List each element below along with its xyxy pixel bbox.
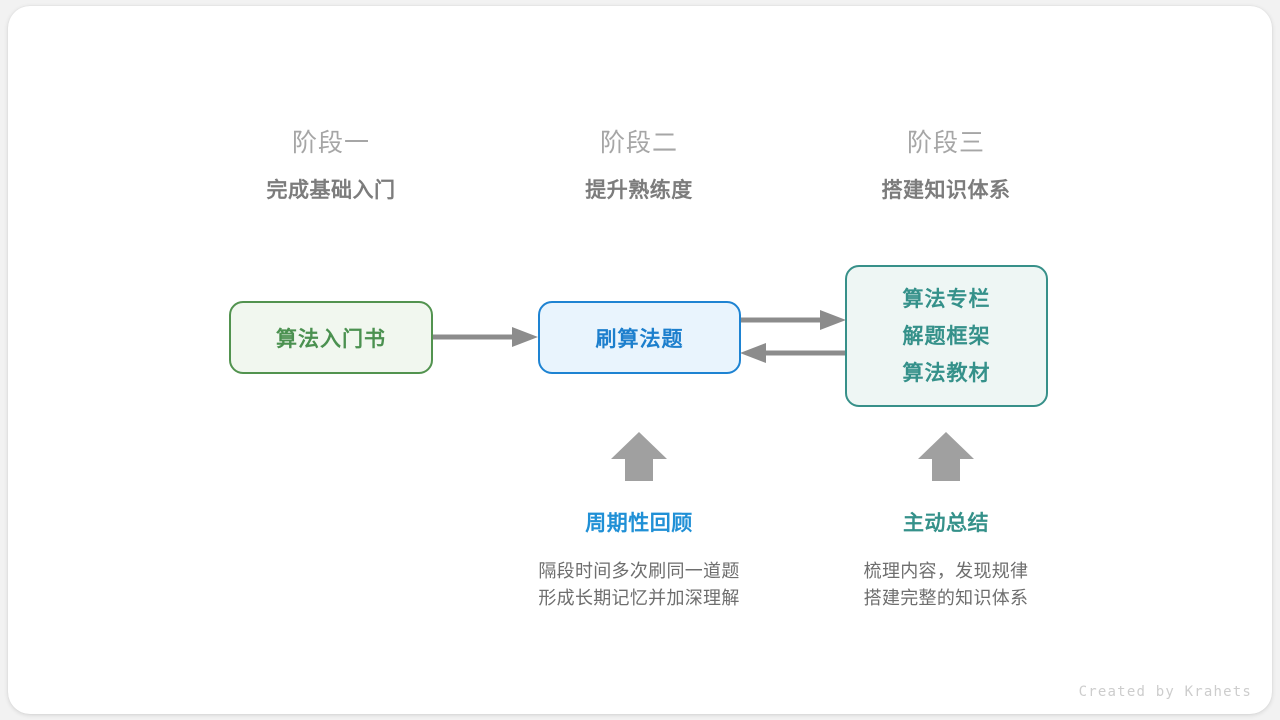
node-algorithm-intro-book[interactable]: 算法入门书 <box>229 301 433 374</box>
stage-header-1: 阶段一 完成基础入门 <box>201 128 461 205</box>
footer-credit: Created by Krahets <box>1078 684 1252 700</box>
annotation-active-summary: 主动总结 梳理内容，发现规律 搭建完整的知识体系 <box>796 510 1096 612</box>
stage-header-2: 阶段二 提升熟练度 <box>509 128 769 205</box>
stage-3-subtitle: 搭建知识体系 <box>881 179 1011 202</box>
annotation-summary-desc-line-2: 搭建完整的知识体系 <box>863 588 1029 608</box>
node-book-label: 算法入门书 <box>276 327 386 351</box>
annotation-review-description: 隔段时间多次刷同一道题 形成长期记忆并加深理解 <box>489 558 789 612</box>
annotation-summary-description: 梳理内容，发现规律 搭建完整的知识体系 <box>796 558 1096 612</box>
stage-1-subtitle: 完成基础入门 <box>266 179 396 202</box>
node-resources-line-3: 算法教材 <box>902 361 991 385</box>
annotation-review-desc-line-2: 形成长期记忆并加深理解 <box>538 588 740 608</box>
annotation-review-desc-line-1: 隔段时间多次刷同一道题 <box>538 561 740 581</box>
annotation-summary-title: 主动总结 <box>903 512 989 535</box>
annotation-periodic-review: 周期性回顾 隔段时间多次刷同一道题 形成长期记忆并加深理解 <box>489 510 789 612</box>
stage-2-title: 阶段二 <box>599 129 678 157</box>
node-resources-line-2: 解题框架 <box>902 324 991 348</box>
stage-header-3: 阶段三 搭建知识体系 <box>816 128 1076 205</box>
node-learning-resources[interactable]: 算法专栏 解题框架 算法教材 <box>845 265 1048 407</box>
node-resources-line-1: 算法专栏 <box>902 287 991 311</box>
node-practice-label: 刷算法题 <box>595 327 684 351</box>
stage-2-subtitle: 提升熟练度 <box>585 179 693 202</box>
annotation-summary-desc-line-1: 梳理内容，发现规律 <box>863 561 1029 581</box>
stage-3-title: 阶段三 <box>906 129 985 157</box>
node-practice-problems[interactable]: 刷算法题 <box>538 301 741 374</box>
stage-1-title: 阶段一 <box>291 129 370 157</box>
annotation-review-title: 周期性回顾 <box>585 512 693 535</box>
